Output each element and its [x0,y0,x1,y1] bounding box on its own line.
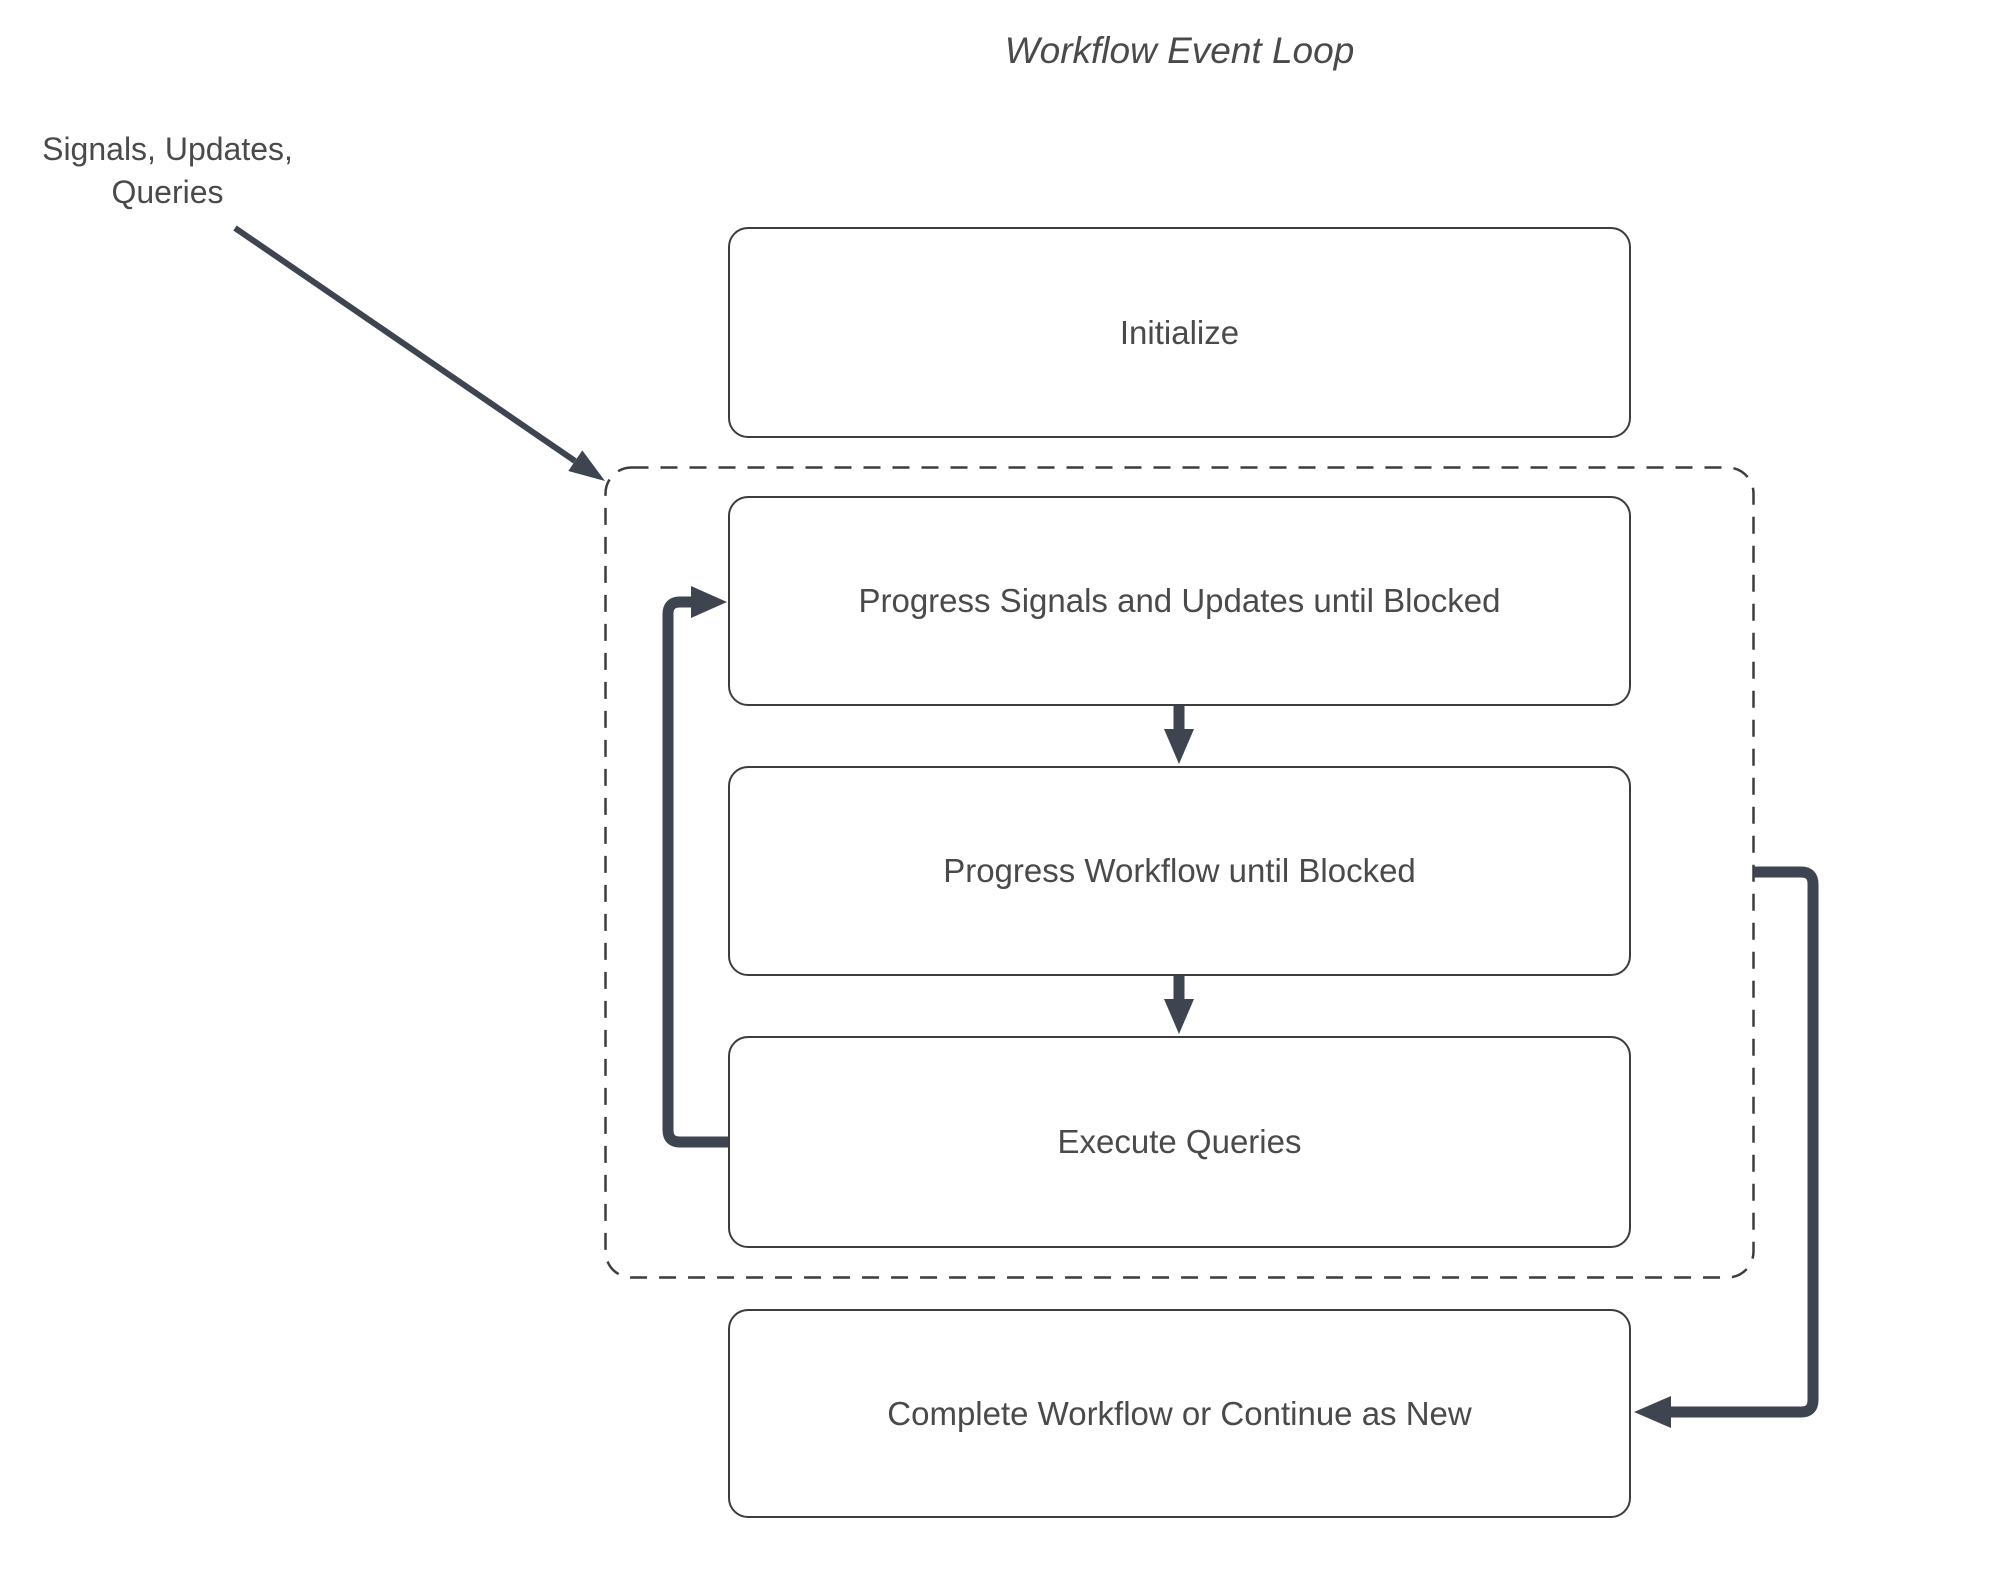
progress-signals-label: Progress Signals and Updates until Block… [858,582,1501,619]
annotation-line-2: Queries [111,174,224,210]
initialize-label: Initialize [1119,313,1240,351]
progress-signals-to-workflow-arrow [1164,706,1194,764]
annotation-line-1: Signals, Updates, [42,131,293,167]
execute-queries-box: Execute Queries [728,1036,1631,1248]
progress-signals-box: Progress Signals and Updates until Block… [728,496,1631,706]
exit-arrowhead-icon [1634,1396,1671,1428]
loop-to-complete-arrow [1634,866,1819,1428]
down-arrow-2-head-icon [1164,999,1194,1034]
diagram-title: Workflow Event Loop [1004,30,1355,71]
workflow-to-execute-queries-arrow [1164,976,1194,1034]
signals-updates-queries-label: Signals, Updates, Queries [20,128,315,214]
exit-arrow-shaft [1670,866,1819,1418]
down-arrow-1-head-icon [1164,729,1194,764]
loopback-arrowhead-icon [691,586,727,618]
loopback-arrow-shaft [662,596,729,1148]
execute-queries-loopback-arrow [662,586,729,1148]
complete-workflow-label: Complete Workflow or Continue as New [887,1394,1472,1432]
initialize-box: Initialize [728,227,1631,438]
progress-workflow-box: Progress Workflow until Blocked [728,766,1631,976]
progress-workflow-label: Progress Workflow until Blocked [943,852,1416,889]
signals-to-loop-arrow-shaft [233,225,577,464]
complete-workflow-box: Complete Workflow or Continue as New [728,1309,1631,1518]
signals-to-loop-arrowhead-icon [568,450,605,481]
execute-queries-label: Execute Queries [1057,1123,1302,1160]
signals-to-loop-arrow [233,225,605,481]
